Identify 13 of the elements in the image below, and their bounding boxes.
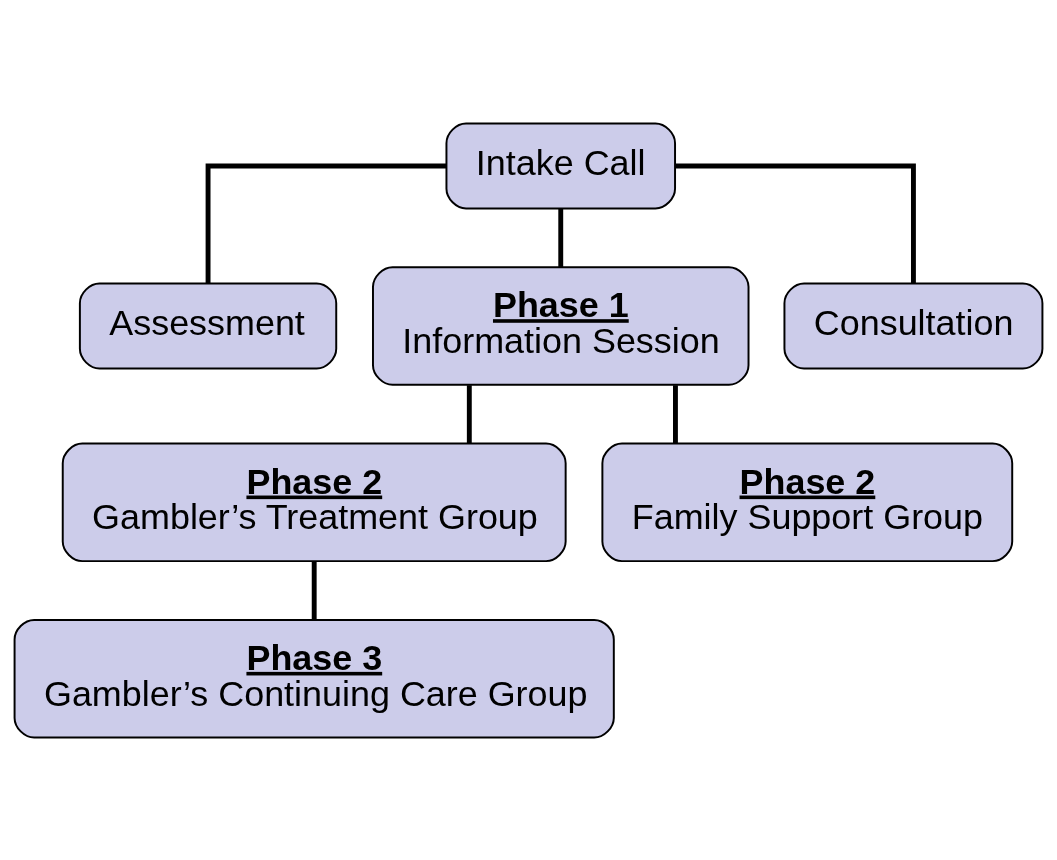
connector: [558, 207, 564, 267]
node-box: Assessment: [78, 282, 338, 369]
connector: [466, 384, 472, 443]
node-box: Phase 2 Family Support Group: [601, 442, 1014, 562]
connector: [673, 384, 678, 443]
node-box: Phase 2 Gambler’s Treatment Group: [61, 442, 567, 562]
connector: [675, 163, 916, 284]
connector: [311, 561, 317, 619]
connector: [205, 163, 447, 284]
node-box: Phase 3 Gambler’s Continuing Care Group: [13, 618, 615, 738]
node-box: Phase 1 Information Session: [372, 265, 750, 386]
node-box: Consultation: [783, 282, 1044, 369]
node-box: Intake Call: [445, 122, 676, 209]
